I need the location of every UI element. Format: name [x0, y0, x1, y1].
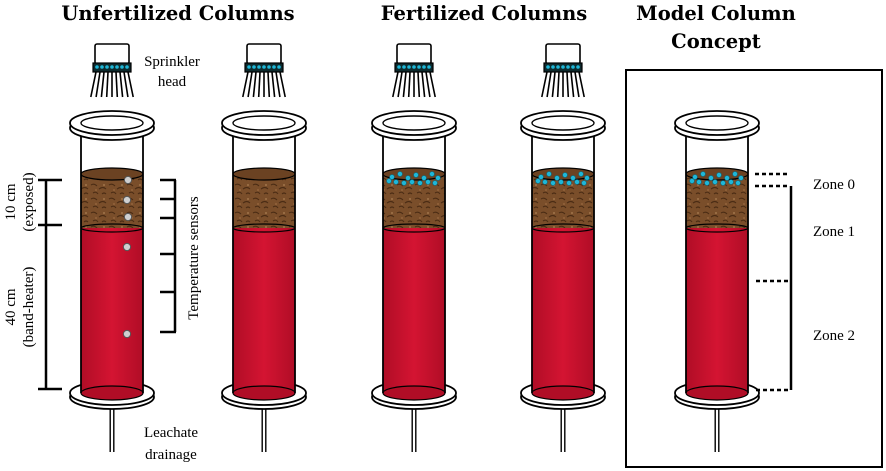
title-model-line2: Concept: [671, 30, 761, 53]
title-fertilized: Fertilized Columns: [381, 2, 588, 25]
zone-2-label: Zone 2: [813, 328, 855, 344]
title-unfertilized: Unfertilized Columns: [61, 2, 294, 25]
soil-column-icon: [221, 43, 307, 452]
label-exposed-note: (exposed): [21, 172, 37, 231]
label-leachate-line1: Leachate: [144, 425, 198, 441]
soil-column-icon: [674, 110, 760, 452]
label-sprinkler-line2: head: [158, 74, 187, 90]
zone-0-label: Zone 0: [813, 177, 855, 193]
sprinkler-head-icon: [242, 43, 286, 98]
exposed-soil: [81, 174, 143, 228]
title-model-line1: Model Column: [636, 2, 796, 25]
label-heater-depth: 40 cm: [3, 288, 19, 325]
soil-column-icon: [69, 43, 155, 452]
label-heater-note: (band-heater): [21, 267, 37, 348]
zone-markers: [755, 172, 793, 392]
sprinkler-head-icon: [392, 43, 436, 98]
soil-column-icon: [520, 43, 606, 452]
heated-soil: [383, 228, 445, 393]
model-concept-frame: [625, 69, 883, 468]
heated-soil: [81, 228, 143, 393]
label-sprinkler-line1: Sprinkler: [144, 54, 200, 70]
fertilizer-granules: [386, 171, 441, 186]
sprinkler-head-icon: [90, 43, 134, 98]
fertilizer-granules: [535, 171, 590, 186]
label-leachate-line2: drainage: [145, 447, 197, 463]
depth-bracket: [38, 178, 62, 391]
exposed-soil: [233, 174, 295, 228]
zone-1-label: Zone 1: [813, 224, 855, 240]
columns-group: [69, 43, 760, 452]
label-temperature-sensors: Temperature sensors: [186, 196, 202, 320]
sensor-bracket: [160, 178, 177, 334]
soil-column-icon: [371, 43, 457, 452]
fertilizer-granules: [689, 171, 744, 186]
sprinkler-head-icon: [541, 43, 585, 98]
heated-soil: [686, 228, 748, 393]
heated-soil: [233, 228, 295, 393]
heated-soil: [532, 228, 594, 393]
label-exposed-depth: 10 cm: [3, 183, 19, 220]
temperature-sensor-icon: [122, 175, 133, 339]
